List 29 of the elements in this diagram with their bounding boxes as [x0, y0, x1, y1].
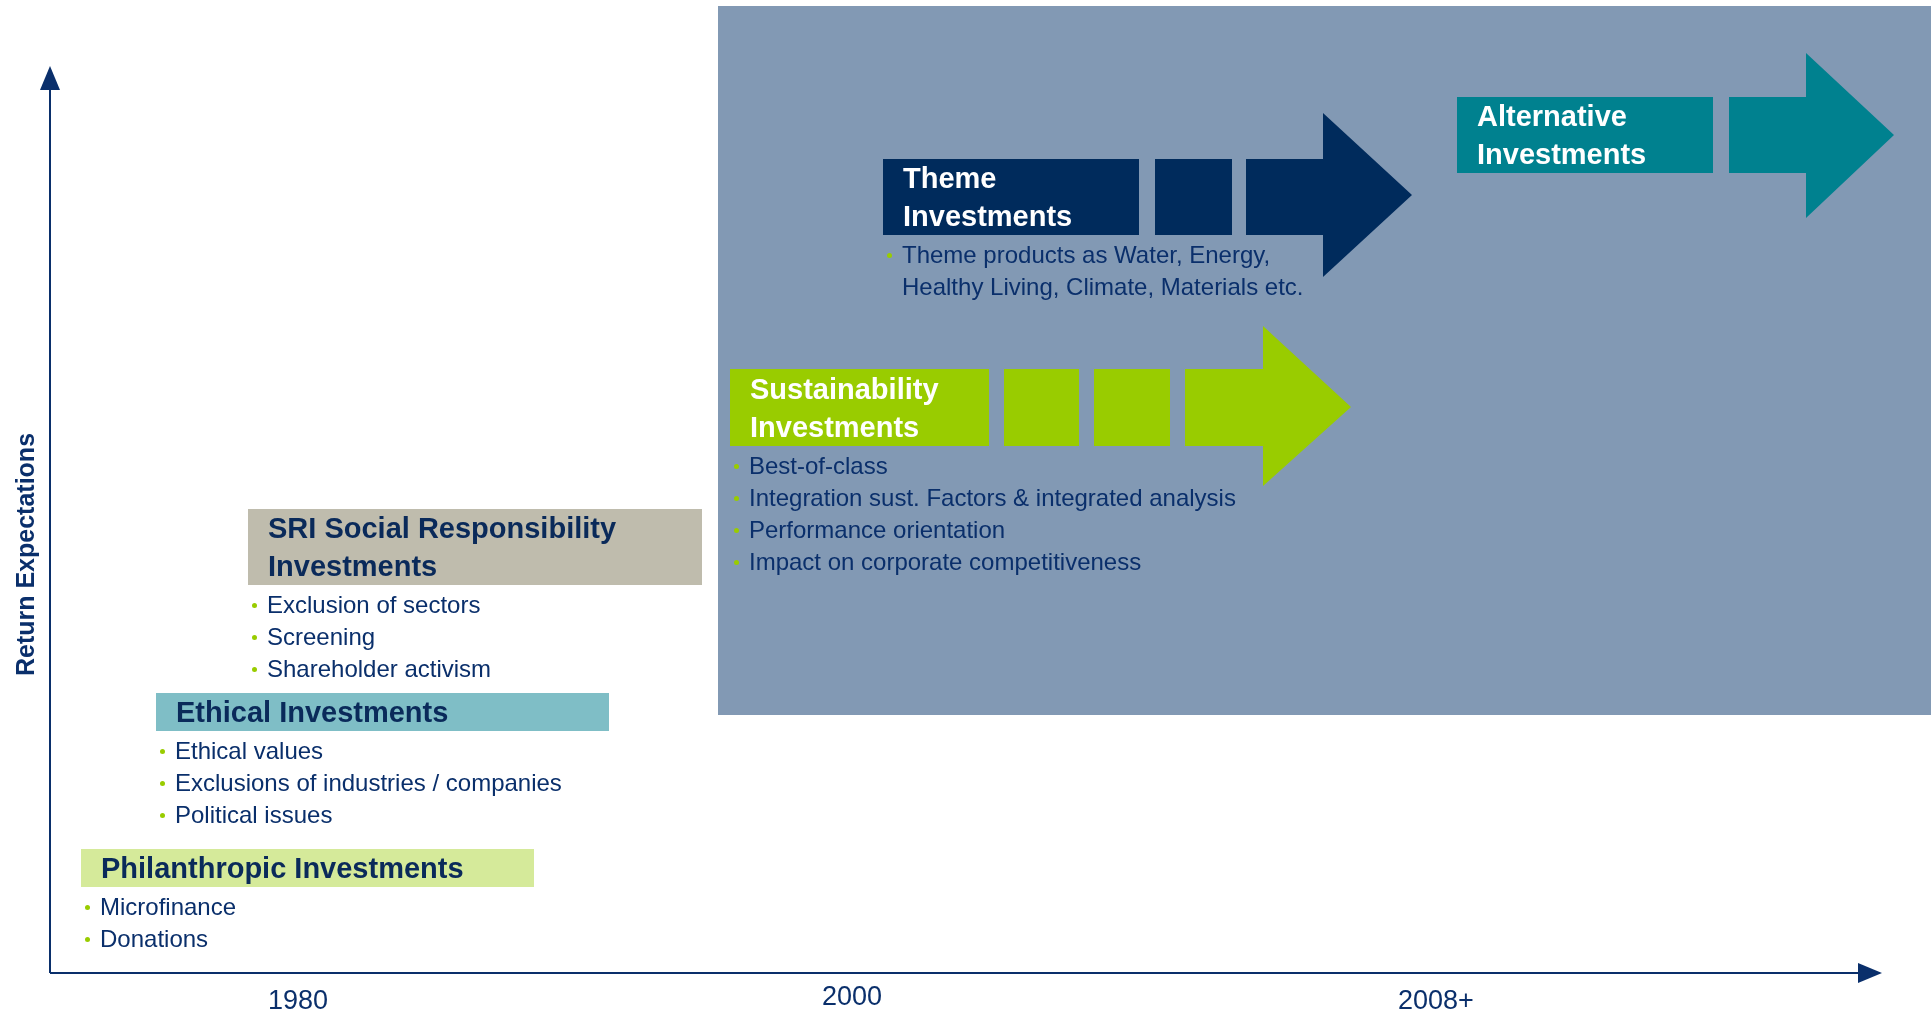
category-heading: Philanthropic Investments: [101, 851, 464, 886]
bullet-item: Integration sust. Factors & integrated analysis: [749, 483, 1236, 513]
bullet-item: Performance orientation: [749, 515, 1006, 545]
bullet-item: Impact on corporate competitiveness: [749, 547, 1142, 577]
category-heading: SRI Social Responsibility Investments: [268, 511, 618, 584]
axis-tick-label: 1980: [268, 985, 329, 1016]
bullet-item: Microfinance: [100, 892, 237, 922]
bullet-item: Exclusions of industries / companies: [175, 768, 562, 798]
bullet-item: Political issues: [175, 800, 333, 830]
bullet-item: Ethical values: [175, 736, 324, 766]
category-box: [248, 509, 702, 585]
category-box: [730, 369, 989, 446]
bullet-item: Screening: [267, 622, 376, 652]
axis-tick-label: 2008+: [1398, 985, 1474, 1016]
category-box: [883, 159, 1139, 235]
category-box: [81, 849, 534, 887]
bullet-item: Exclusion of sectors: [267, 590, 481, 620]
category-heading: Alternative Investments: [1477, 99, 1648, 172]
axis-tick-label: 2000: [822, 981, 883, 1012]
bullet-item: Best-of-class: [749, 451, 888, 481]
category-box: [1457, 97, 1713, 173]
category-box: [156, 693, 609, 731]
bullet-item: Donations: [100, 924, 209, 954]
bullet-item: Shareholder activism: [267, 654, 492, 684]
category-heading: Sustainability Investments: [750, 371, 940, 445]
axis-title: Return Expectations: [10, 431, 40, 679]
category-heading: Theme Investments: [903, 161, 1074, 234]
bullet-item: Theme products as Water, Energy, Healthy Living, Climate, Materials etc.: [902, 240, 1305, 302]
category-heading: Ethical Investments: [176, 695, 449, 730]
